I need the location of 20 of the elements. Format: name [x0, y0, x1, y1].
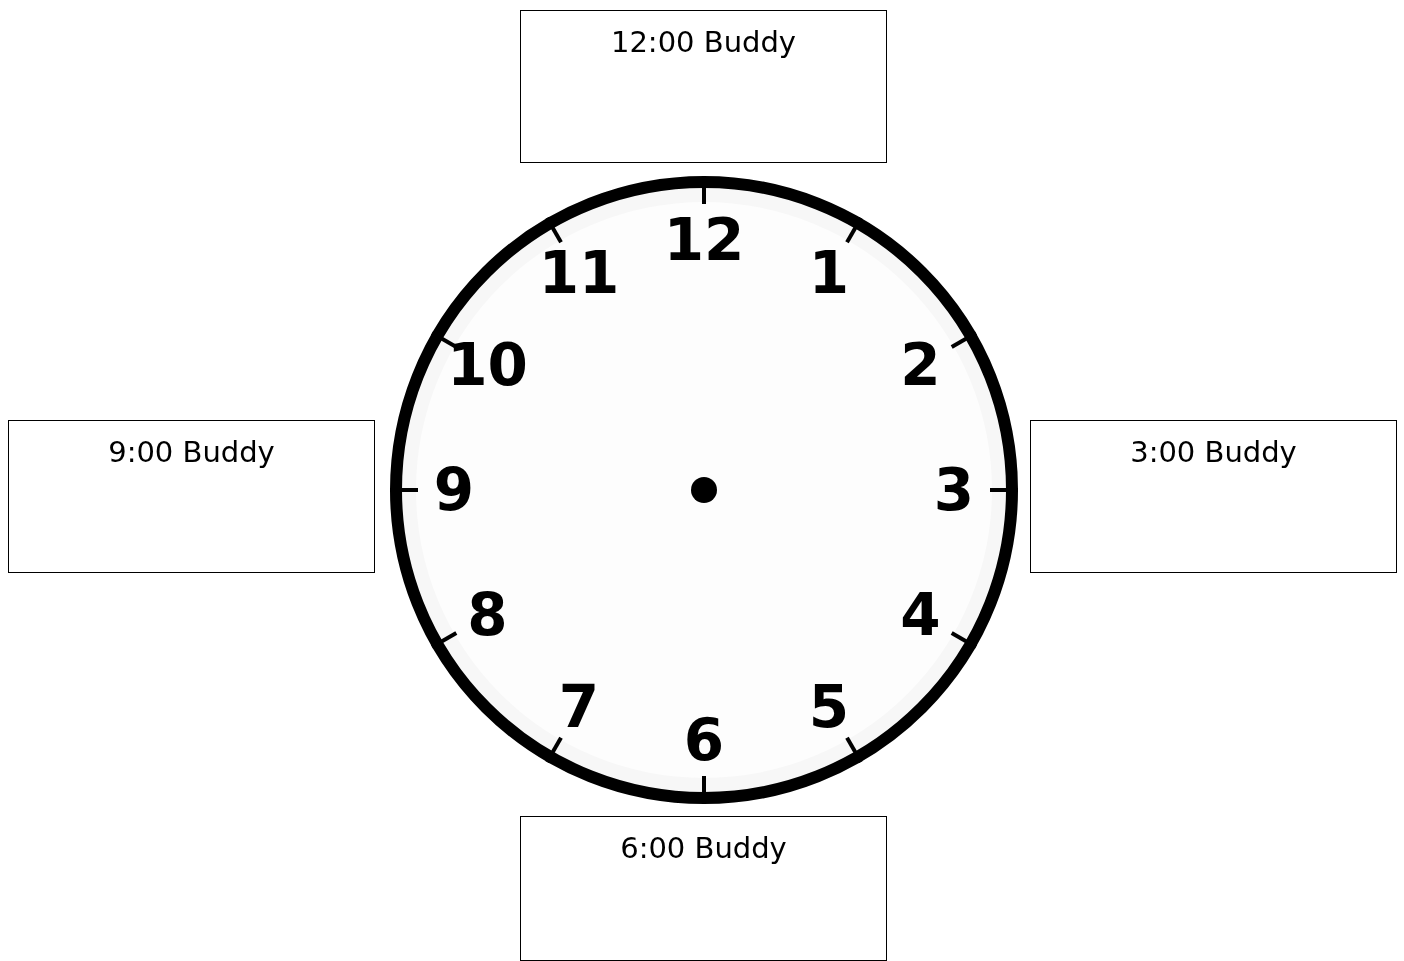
clock-numeral: 4	[900, 586, 941, 644]
box-title: 9:00 Buddy	[108, 435, 275, 469]
clock-numeral: 1	[808, 244, 850, 303]
clock-numeral: 2	[900, 336, 941, 394]
clock-numeral: 9	[433, 461, 475, 519]
answer-box	[1030, 420, 1397, 573]
clock-numeral: 11	[538, 244, 620, 303]
clock-numeral: 10	[447, 336, 528, 394]
box-title: 6:00 Buddy	[620, 831, 787, 865]
answer-box	[8, 420, 375, 573]
clock-numeral: 12	[663, 211, 745, 269]
answer-box	[520, 10, 887, 163]
answer-box	[520, 816, 887, 961]
box-title: 3:00 Buddy	[1130, 435, 1297, 469]
clock-numeral: 3	[933, 461, 975, 519]
clock-numeral: 6	[683, 711, 725, 769]
clock-numeral: 7	[558, 677, 600, 736]
clock-numeral: 8	[467, 586, 508, 644]
clock-numeral: 5	[808, 677, 850, 736]
box-title: 12:00 Buddy	[610, 25, 796, 59]
